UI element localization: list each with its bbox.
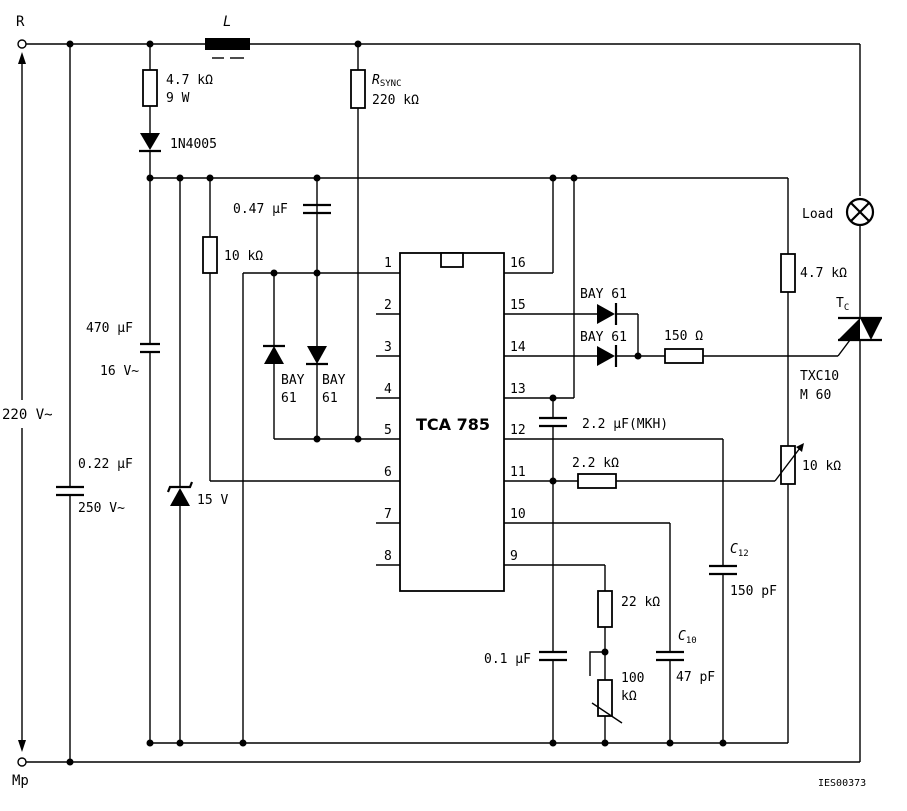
ic-pin-13: 13 xyxy=(510,382,526,397)
pot-100k-label-2: kΩ xyxy=(621,689,637,704)
bay-left-label-1: BAY xyxy=(281,373,305,388)
load-label: Load xyxy=(802,207,833,222)
pot-10k-label: 10 kΩ xyxy=(802,459,841,474)
supply-voltage-arrow xyxy=(18,52,26,752)
capacitor-22uf-mkh xyxy=(539,398,567,743)
cap-047-label: 0.47 µF xyxy=(233,202,288,217)
zener-diode-15v xyxy=(166,178,194,743)
resistor-150 xyxy=(664,348,838,364)
ic-pin-3: 3 xyxy=(384,340,392,355)
bay15-label: BAY 61 xyxy=(580,287,627,302)
inductor-label: L xyxy=(223,14,231,30)
r-150-label: 150 Ω xyxy=(664,329,703,344)
ic-tca785 xyxy=(399,252,505,592)
r-47k-gate-label: 4.7 kΩ xyxy=(800,266,847,281)
cap-01-label: 0.1 µF xyxy=(484,652,531,667)
pin15-diode xyxy=(504,303,639,356)
pin10-wire xyxy=(504,522,684,743)
pin13-wire xyxy=(504,178,575,399)
triac xyxy=(837,316,882,357)
pin9-wire xyxy=(504,564,623,743)
triac-name-label: TC xyxy=(836,296,849,313)
cap-022-value-label: 0.22 µF xyxy=(78,457,133,472)
ic-pin-14: 14 xyxy=(510,340,526,355)
cap-22-mkh-label: 2.2 µF(MKH) xyxy=(582,417,668,432)
node-r-label: R xyxy=(16,14,25,30)
rsync-value-label: 220 kΩ xyxy=(372,93,419,108)
load-lamp xyxy=(845,197,875,318)
ic-pin-16: 16 xyxy=(510,256,526,271)
inductor-l xyxy=(205,38,250,59)
ic-pin-12: 12 xyxy=(510,423,526,438)
ic-pin-8: 8 xyxy=(384,549,392,564)
bay-left-label-2: 61 xyxy=(281,391,297,406)
resistor-47k-gate xyxy=(780,178,796,446)
capacitor-047uf xyxy=(303,203,331,215)
zener-label: 15 V xyxy=(197,493,228,508)
c12-name-label: C12 xyxy=(730,542,749,559)
ic-pin-5: 5 xyxy=(384,423,392,438)
bay-right-label-1: BAY xyxy=(322,373,346,388)
figure-code-label: IES00373 xyxy=(818,778,866,789)
ic-pin-2: 2 xyxy=(384,298,392,313)
bottom-rail xyxy=(17,355,861,767)
bay-diode-left xyxy=(263,273,285,439)
pin11-wire xyxy=(504,473,775,489)
r-drop-power-label: 9 W xyxy=(166,91,190,106)
c10-value-label: 47 pF xyxy=(676,670,715,685)
capacitor-022uf xyxy=(56,44,84,762)
potentiometer-10k xyxy=(774,443,804,743)
pin12-wire xyxy=(504,438,737,743)
node-mp-label: Mp xyxy=(12,773,29,789)
triac-type-label-2: M 60 xyxy=(800,388,831,403)
ic-pin-4: 4 xyxy=(384,382,392,397)
cap-022-voltage-label: 250 V~ xyxy=(78,501,125,516)
dropper-branch xyxy=(139,44,161,743)
junction-dots xyxy=(66,40,727,766)
ic-left-pin-stubs xyxy=(376,313,400,566)
c10-name-label: C10 xyxy=(678,629,697,646)
cap-470-value-label: 470 µF xyxy=(86,321,133,336)
ic-pin-11: 11 xyxy=(510,465,526,480)
ic-pin-1: 1 xyxy=(384,256,392,271)
ic-pin-15: 15 xyxy=(510,298,526,313)
triac-type-label-1: TXC10 xyxy=(800,369,839,384)
diode-1n4005-label: 1N4005 xyxy=(170,137,217,152)
supply-voltage-label: 220 V~ xyxy=(2,407,53,423)
pot-100k-label-1: 100 xyxy=(621,671,644,686)
bay-right-label-2: 61 xyxy=(322,391,338,406)
r-22k-b-label: 2.2 kΩ xyxy=(572,456,619,471)
r-10k-a-label: 10 kΩ xyxy=(224,249,263,264)
pin16-wire xyxy=(504,178,554,274)
ic-pin-7: 7 xyxy=(384,507,392,522)
cap-470-voltage-label: 16 V~ xyxy=(100,364,139,379)
ic-name-label: TCA 785 xyxy=(416,415,490,434)
rsync-name-label: RSYNC xyxy=(372,73,402,89)
bay14-label: BAY 61 xyxy=(580,330,627,345)
ic-pin-10: 10 xyxy=(510,507,526,522)
r-drop-value-label: 4.7 kΩ xyxy=(166,73,213,88)
top-rail xyxy=(17,39,861,196)
resistor-rsync xyxy=(350,44,366,439)
resistor-10k-a xyxy=(202,178,400,482)
pin1-ground-wire xyxy=(242,272,400,743)
r-22k-label: 22 kΩ xyxy=(621,595,660,610)
c12-value-label: 150 pF xyxy=(730,584,777,599)
ic-pin-9: 9 xyxy=(510,549,518,564)
ic-pin-6: 6 xyxy=(384,465,392,480)
